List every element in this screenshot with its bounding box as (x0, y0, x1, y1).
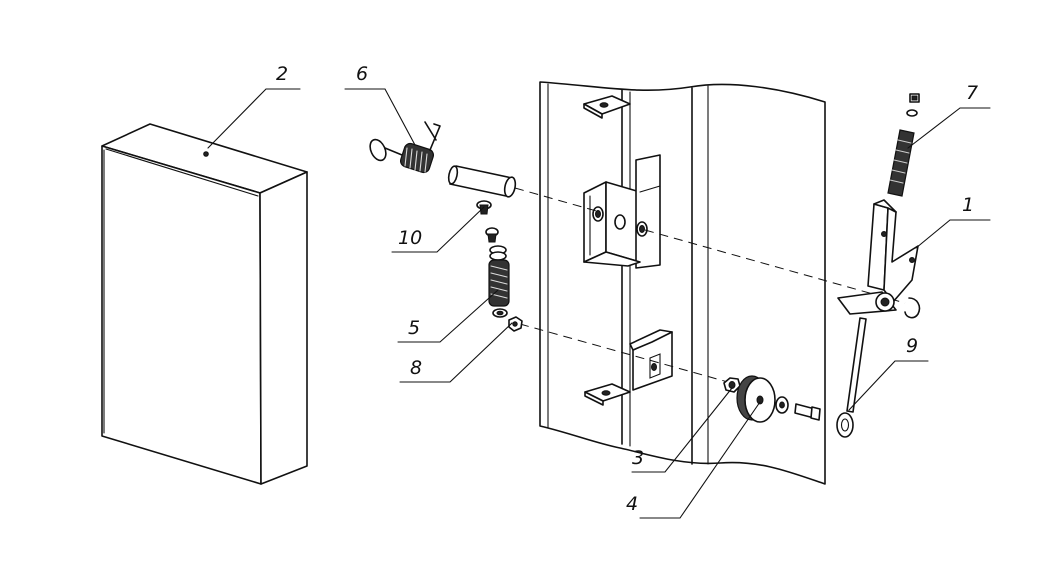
callout-leaders (207, 88, 991, 519)
door-panel (539, 81, 826, 485)
callout-2: 2 (276, 63, 288, 85)
hinge-pin (447, 165, 517, 198)
assembly-axis-lines (514, 187, 906, 385)
callout-7: 7 (966, 82, 978, 104)
callout-4: 4 (626, 493, 638, 515)
part-10-screw (476, 200, 499, 243)
part-8-washer-nut (492, 308, 523, 332)
part-4-roller (736, 375, 821, 423)
callout-1: 1 (962, 194, 974, 216)
callout-5: 5 (408, 317, 420, 339)
part-9-eye-bolt (836, 317, 867, 438)
hinge-bracket (583, 154, 661, 269)
part-7-threaded-rod (887, 93, 920, 197)
callout-10: 10 (398, 227, 422, 249)
part-6-torsion-spring (369, 121, 441, 174)
callout-labels: 2 6 10 5 8 3 4 7 1 9 (276, 63, 978, 515)
part-1-latch-lever (837, 199, 921, 319)
part-5-compression-spring (488, 245, 510, 307)
callout-9: 9 (906, 335, 918, 357)
door-top-tab (583, 95, 631, 119)
callout-6: 6 (356, 63, 368, 85)
callout-3: 3 (632, 447, 644, 469)
callout-8: 8 (410, 357, 422, 379)
door-bottom-tab (584, 383, 631, 406)
part-2-cover-box (101, 123, 308, 485)
